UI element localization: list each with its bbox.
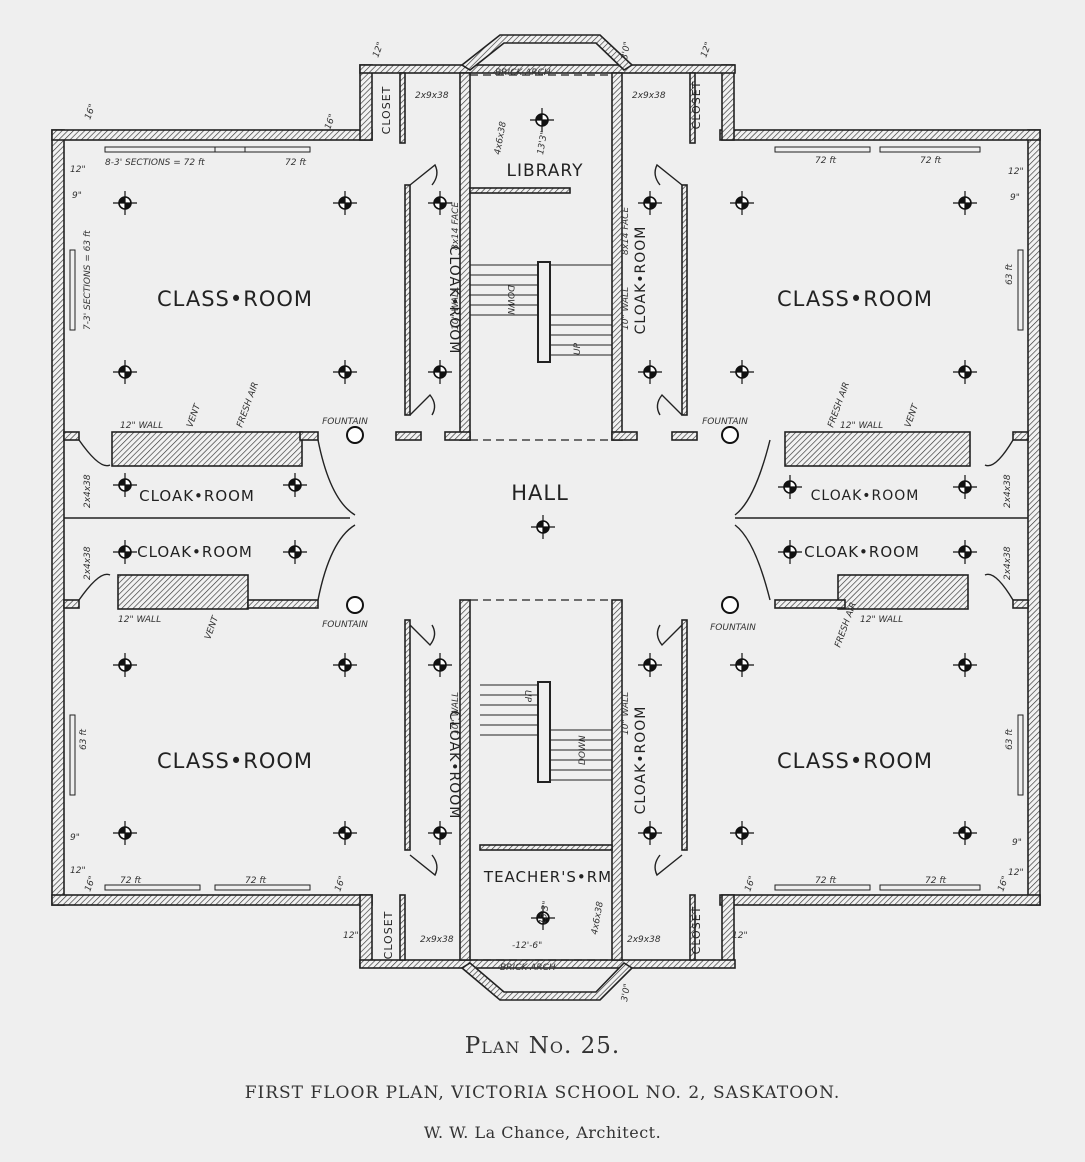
sections-top-note: 8-3' SECTIONS = 72 ft bbox=[105, 158, 205, 168]
teachers-depth: 13'3" bbox=[538, 900, 552, 925]
doors bbox=[78, 163, 1014, 877]
cloakroom-label-e1: CLOAK•ROOM bbox=[811, 488, 920, 504]
fountain-markers bbox=[346, 426, 739, 614]
vent-nw: VENT bbox=[185, 402, 203, 429]
bay-depth-bottom: 3'0" bbox=[620, 983, 633, 1003]
dim-16-se: 16" bbox=[743, 875, 758, 893]
sections-side-note: 7-3' SECTIONS = 63 ft bbox=[83, 230, 93, 330]
stair-up-label: UP bbox=[573, 342, 583, 355]
fountain-label-nw: FOUNTAIN bbox=[322, 417, 368, 427]
brick-arch-bottom: BRICK ARCH bbox=[500, 963, 556, 973]
cloakroom-label-w1: CLOAK•ROOM bbox=[139, 487, 255, 505]
dim-16-sw: 16" bbox=[83, 875, 98, 893]
area-63-se: 63 ft bbox=[1005, 729, 1015, 750]
dim-12-sw: 12" bbox=[70, 866, 86, 876]
cloakroom-label-sw-vertical: CLOAK•ROOM bbox=[446, 711, 462, 820]
teachers-width: -12'-6" bbox=[512, 941, 542, 951]
area-72-se2: 72 ft bbox=[925, 876, 946, 886]
area-63-ne: 63 ft bbox=[1005, 264, 1015, 285]
dim-12-bottom-right: 12" bbox=[732, 931, 748, 941]
cloakroom-label-w2: CLOAK•ROOM bbox=[137, 543, 253, 561]
teachers-room-label: TEACHER'S•RM bbox=[483, 868, 612, 886]
board-ne: 2x9x38 bbox=[632, 91, 666, 101]
bay-depth-top: 3'0" bbox=[620, 41, 633, 61]
wall-12-nw: 12" WALL bbox=[120, 421, 163, 431]
library-depth: 13'3" bbox=[536, 130, 550, 155]
grille-nw: 8x14 FACE bbox=[451, 202, 461, 250]
classroom-label-ne: CLASS•ROOM bbox=[777, 287, 933, 311]
fountain-label-sw: FOUNTAIN bbox=[322, 620, 368, 630]
dim-12-top-right: 12" bbox=[699, 41, 714, 59]
closet-label-ne: CLOSET bbox=[690, 81, 703, 130]
hall-label: HALL bbox=[511, 481, 569, 505]
area-72-ne2: 72 ft bbox=[920, 156, 941, 166]
area-63-sw: 63 ft bbox=[79, 729, 89, 750]
cloakroom-label-ne-vertical: CLOAK•ROOM bbox=[633, 226, 649, 335]
board-teachers: 4x6x38 bbox=[590, 900, 606, 935]
library-label: LIBRARY bbox=[506, 161, 583, 181]
fountain-label-se: FOUNTAIN bbox=[710, 623, 756, 633]
stair-up bbox=[470, 261, 612, 363]
board-e2: 2x4x38 bbox=[1003, 546, 1013, 580]
wall-12-ne: 12" WALL bbox=[840, 421, 883, 431]
fresh-air-nw: FRESH AIR bbox=[235, 381, 261, 429]
dim-16-nw: 16" bbox=[83, 103, 98, 121]
board-sw: 2x9x38 bbox=[420, 935, 454, 945]
stair-down bbox=[480, 681, 612, 783]
dim-12-ne: 12" bbox=[1008, 167, 1024, 177]
cloakroom-label-nw-vertical: CLOAK•ROOM bbox=[446, 246, 462, 355]
board-se: 2x9x38 bbox=[627, 935, 661, 945]
vent-ne: VENT bbox=[903, 402, 921, 429]
classroom-label-se: CLASS•ROOM bbox=[777, 749, 933, 773]
windows bbox=[69, 146, 1024, 891]
dim-9-nw: 9" bbox=[72, 191, 82, 201]
brick-arch-top: BRICK ARCH bbox=[495, 68, 551, 78]
classroom-label-sw: CLASS•ROOM bbox=[157, 749, 313, 773]
wall-10-sw: 10" WALL bbox=[451, 692, 461, 735]
board-e1: 2x4x38 bbox=[1003, 474, 1013, 508]
wall-12-se: 12" WALL bbox=[860, 615, 903, 625]
architect-credit: W. W. La Chance, Architect. bbox=[423, 1123, 662, 1142]
stair-up-label-south: UP bbox=[522, 690, 532, 703]
plan-title: Plan No. 25. bbox=[464, 1033, 621, 1059]
stair-down-label: DOWN bbox=[505, 285, 515, 315]
dim-9-sw: 9" bbox=[70, 833, 80, 843]
wall-10-se: 10" WALL bbox=[621, 692, 631, 735]
stair-down-label-south: DOWN bbox=[578, 735, 588, 765]
grille-ne: 8x14 FACE bbox=[621, 207, 631, 255]
light-fixtures bbox=[112, 107, 978, 931]
wall-10-nw: 10" WALL bbox=[451, 287, 461, 330]
area-72-ne1: 72 ft bbox=[815, 156, 836, 166]
cloakroom-label-se-vertical: CLOAK•ROOM bbox=[633, 706, 649, 815]
dim-12-se: 12" bbox=[1008, 868, 1024, 878]
board-w2: 2x4x38 bbox=[83, 546, 93, 580]
dim-16-nw2: 16" bbox=[323, 113, 338, 131]
plan-subtitle: FIRST FLOOR PLAN, VICTORIA SCHOOL NO. 2,… bbox=[244, 1083, 841, 1103]
area-72-sw2: 72 ft bbox=[245, 876, 266, 886]
closet-label-se: CLOSET bbox=[690, 906, 703, 955]
closet-label-sw: CLOSET bbox=[382, 911, 395, 960]
wall-10-ne: 10" WALL bbox=[621, 287, 631, 330]
cloakroom-label-e2: CLOAK•ROOM bbox=[804, 543, 920, 561]
interior-walls bbox=[63, 72, 1029, 961]
area-72-sw1: 72 ft bbox=[120, 876, 141, 886]
dim-9-se: 9" bbox=[1012, 838, 1022, 848]
board-nw: 2x9x38 bbox=[415, 91, 449, 101]
area-72-nw: 72 ft bbox=[285, 158, 306, 168]
dim-16-sw2: 16" bbox=[333, 875, 348, 893]
board-library: 4x6x38 bbox=[493, 120, 509, 155]
exterior-walls bbox=[51, 34, 1041, 1001]
dim-12-nw: 12" bbox=[70, 165, 86, 175]
dimension-annotations: 8-3' SECTIONS = 72 ft 7-3' SECTIONS = 63… bbox=[70, 41, 1024, 1003]
dim-12-top-left: 12" bbox=[371, 41, 386, 59]
vent-sw: VENT bbox=[203, 614, 221, 641]
fountain-label-ne: FOUNTAIN bbox=[702, 417, 748, 427]
board-w1: 2x4x38 bbox=[83, 474, 93, 508]
dim-12-bottom-left: 12" bbox=[343, 931, 359, 941]
classroom-label-nw: CLASS•ROOM bbox=[157, 287, 313, 311]
wall-12-sw: 12" WALL bbox=[118, 615, 161, 625]
dim-9-ne: 9" bbox=[1010, 193, 1020, 203]
closet-label-nw: CLOSET bbox=[380, 86, 393, 135]
area-72-se1: 72 ft bbox=[815, 876, 836, 886]
